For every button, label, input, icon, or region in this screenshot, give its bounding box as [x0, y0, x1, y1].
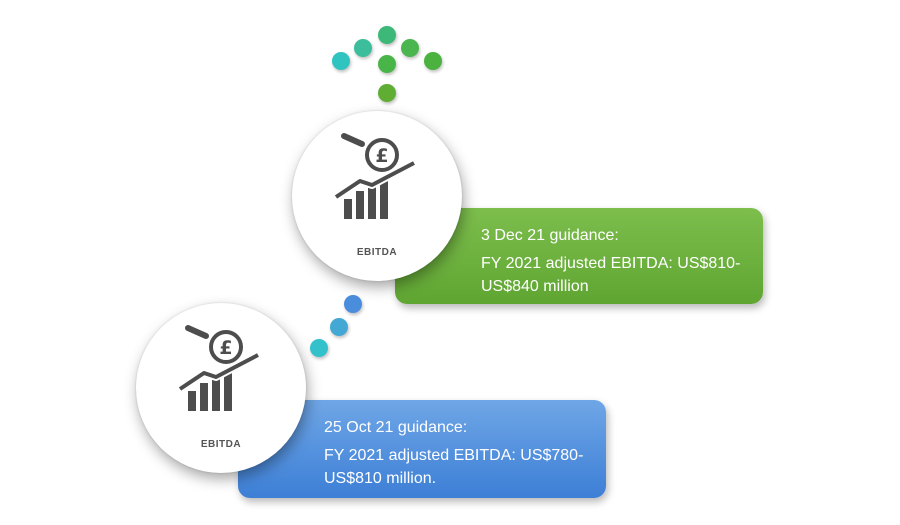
guidance-detail-line1: FY 2021 adjusted EBITDA: US$810-	[481, 255, 741, 272]
arrow-dot	[424, 52, 442, 70]
connector-dot	[310, 339, 328, 357]
svg-text:£: £	[375, 145, 388, 167]
arrow-dot	[354, 39, 372, 57]
arrow-dot	[378, 26, 396, 44]
connector-dot	[344, 295, 362, 313]
guidance-detail-line2: US$840 million	[481, 278, 589, 295]
guidance-detail-line2: US$810 million.	[324, 470, 437, 487]
ebitda-medallion-oct: £ EBITDA	[136, 303, 306, 473]
guidance-heading: 25 Oct 21 guidance:	[324, 419, 468, 436]
ebitda-label: EBITDA	[200, 439, 242, 450]
ebitda-medallion-dec: £ EBITDA	[292, 111, 462, 281]
guidance-detail-line1: FY 2021 adjusted EBITDA: US$780-	[324, 447, 584, 464]
arrow-dot	[401, 39, 419, 57]
arrow-dot	[378, 55, 396, 73]
connector-dot	[330, 318, 348, 336]
guidance-heading: 3 Dec 21 guidance:	[481, 227, 619, 244]
arrow-dot	[378, 84, 396, 102]
ebitda-label: EBITDA	[356, 247, 398, 258]
svg-text:£: £	[219, 337, 232, 359]
arrow-dot	[332, 52, 350, 70]
